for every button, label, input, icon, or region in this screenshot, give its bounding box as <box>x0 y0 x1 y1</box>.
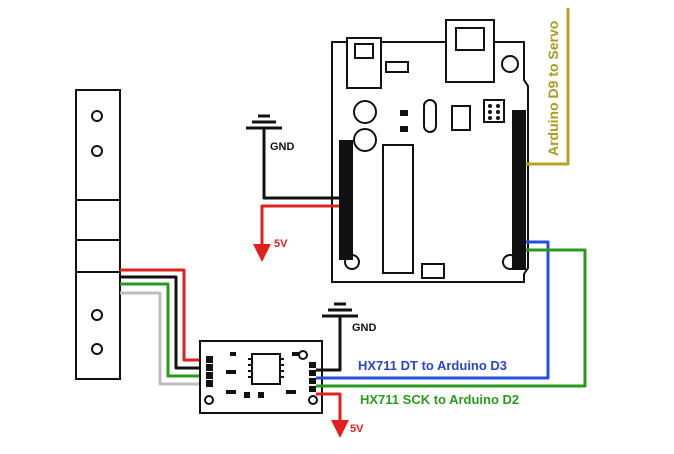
load-cell <box>75 89 121 380</box>
hx711-board <box>199 340 323 414</box>
load-cell-wires <box>120 268 210 386</box>
arduino-power-wires <box>260 128 339 248</box>
hx711-5v-arrow <box>331 420 349 438</box>
hx711-gnd-wire <box>316 316 342 372</box>
5v-label-hx711: 5V <box>350 423 364 435</box>
arduino-5v-wire <box>260 204 339 248</box>
sck-wire <box>316 248 587 388</box>
hx711-power-wires <box>316 316 342 424</box>
arduino-ground-symbol <box>246 114 282 130</box>
dt-wire <box>316 240 550 380</box>
arduino-5v-arrow <box>253 244 271 262</box>
arduino-gnd-wire <box>262 128 339 200</box>
hx711-ground-symbol <box>322 302 358 318</box>
dt-connection-label: HX711 DT to Arduino D3 <box>358 358 507 373</box>
servo-connection-label: Arduino D9 to Servo <box>545 21 561 156</box>
gnd-label-hx711: GND <box>352 322 377 334</box>
5v-label-arduino: 5V <box>274 238 288 250</box>
red-wire <box>120 268 210 362</box>
arduino-board <box>331 19 529 283</box>
hx711-5v-wire <box>316 392 342 424</box>
green-wire <box>120 282 210 378</box>
gnd-label-arduino: GND <box>270 141 295 153</box>
sck-connection-label: HX711 SCK to Arduino D2 <box>360 392 519 407</box>
servo-wire <box>526 8 570 166</box>
black-wire <box>120 275 210 370</box>
white-wire <box>120 291 210 386</box>
